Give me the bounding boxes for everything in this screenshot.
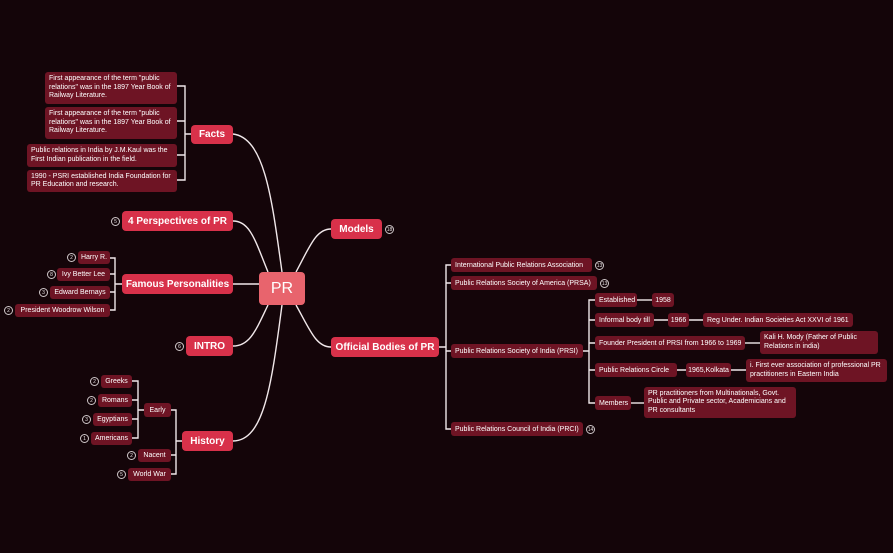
topic-intro[interactable]: INTRO [186, 336, 233, 356]
prsi-registration[interactable]: Reg Under. Indian Societies Act XXVI of … [703, 313, 853, 327]
prsi-pr-circle[interactable]: Public Relations Circle [595, 363, 677, 377]
facts-item-2[interactable]: First appearance of the term "public rel… [45, 107, 177, 139]
topic-models[interactable]: Models [331, 219, 382, 239]
collapsed-count-badge[interactable]: 2 [90, 377, 99, 386]
topic-official-bodies[interactable]: Official Bodies of PR [331, 337, 439, 357]
facts-item-1[interactable]: First appearance of the term "public rel… [45, 72, 177, 104]
collapsed-count-badge[interactable]: 2 [127, 451, 136, 460]
personality-ivy-lee[interactable]: Ivy Better Lee [57, 268, 110, 281]
early-romans[interactable]: Romans [98, 394, 132, 407]
early-egyptians[interactable]: Egyptians [93, 413, 132, 426]
collapsed-count-badge[interactable]: 3 [39, 288, 48, 297]
prsi-established[interactable]: Established [595, 293, 637, 307]
collapsed-count-badge[interactable]: 5 [117, 470, 126, 479]
prsi-established-year[interactable]: 1958 [652, 293, 674, 307]
collapsed-count-badge[interactable]: 2 [87, 396, 96, 405]
collapsed-count-badge[interactable]: 2 [67, 253, 76, 262]
prsi-founder-name[interactable]: Kali H. Mody (Father of Public Relations… [760, 331, 878, 354]
personality-edward-bernays[interactable]: Edward Bernays [50, 286, 110, 299]
topic-history[interactable]: History [182, 431, 233, 451]
body-ipra[interactable]: International Public Relations Associati… [451, 258, 592, 272]
collapsed-count-badge[interactable]: 2 [4, 306, 13, 315]
history-world-war[interactable]: World War [128, 468, 171, 481]
collapsed-count-badge[interactable]: 6 [175, 342, 184, 351]
prsi-founder-president[interactable]: Founder President of PRSI from 1966 to 1… [595, 336, 745, 350]
collapsed-count-badge[interactable]: 1 [80, 434, 89, 443]
prsi-pr-circle-year[interactable]: 1965,Kolkata [686, 363, 731, 377]
collapsed-count-badge[interactable]: 18 [385, 225, 394, 234]
collapsed-count-badge[interactable]: 14 [586, 425, 595, 434]
history-nacent[interactable]: Nacent [138, 449, 171, 462]
prsi-informal-year[interactable]: 1966 [668, 313, 689, 327]
facts-item-4[interactable]: 1990 - PSRI established India Foundation… [27, 170, 177, 192]
prsi-members-detail[interactable]: PR practitioners from Multinationals, Go… [644, 387, 796, 418]
central-topic-pr[interactable]: PR [259, 272, 305, 305]
personality-woodrow-wilson[interactable]: President Woodrow Wilson [15, 304, 110, 317]
collapsed-count-badge[interactable]: 8 [47, 270, 56, 279]
prsi-members[interactable]: Members [595, 396, 631, 410]
collapsed-count-badge[interactable]: 13 [600, 279, 609, 288]
personality-harry[interactable]: Harry R. [78, 251, 110, 264]
history-early[interactable]: Early [144, 403, 171, 417]
body-prsi[interactable]: Public Relations Society of India (PRSI) [451, 344, 583, 358]
prsi-informal-body[interactable]: Informal body till [595, 313, 654, 327]
body-prci[interactable]: Public Relations Council of India (PRCI) [451, 422, 583, 436]
topic-facts[interactable]: Facts [191, 125, 233, 144]
body-prsa[interactable]: Public Relations Society of America (PRS… [451, 276, 597, 290]
facts-item-3[interactable]: Public relations in India by J.M.Kaul wa… [27, 144, 177, 167]
prsi-pr-circle-note[interactable]: i. First ever association of professiona… [746, 359, 887, 382]
early-greeks[interactable]: Greeks [101, 375, 132, 388]
topic-4-perspectives[interactable]: 4 Perspectives of PR [122, 211, 233, 231]
collapsed-count-badge[interactable]: 5 [111, 217, 120, 226]
topic-famous-personalities[interactable]: Famous Personalities [122, 274, 233, 294]
collapsed-count-badge[interactable]: 13 [595, 261, 604, 270]
collapsed-count-badge[interactable]: 3 [82, 415, 91, 424]
early-americans[interactable]: Americans [91, 432, 132, 445]
